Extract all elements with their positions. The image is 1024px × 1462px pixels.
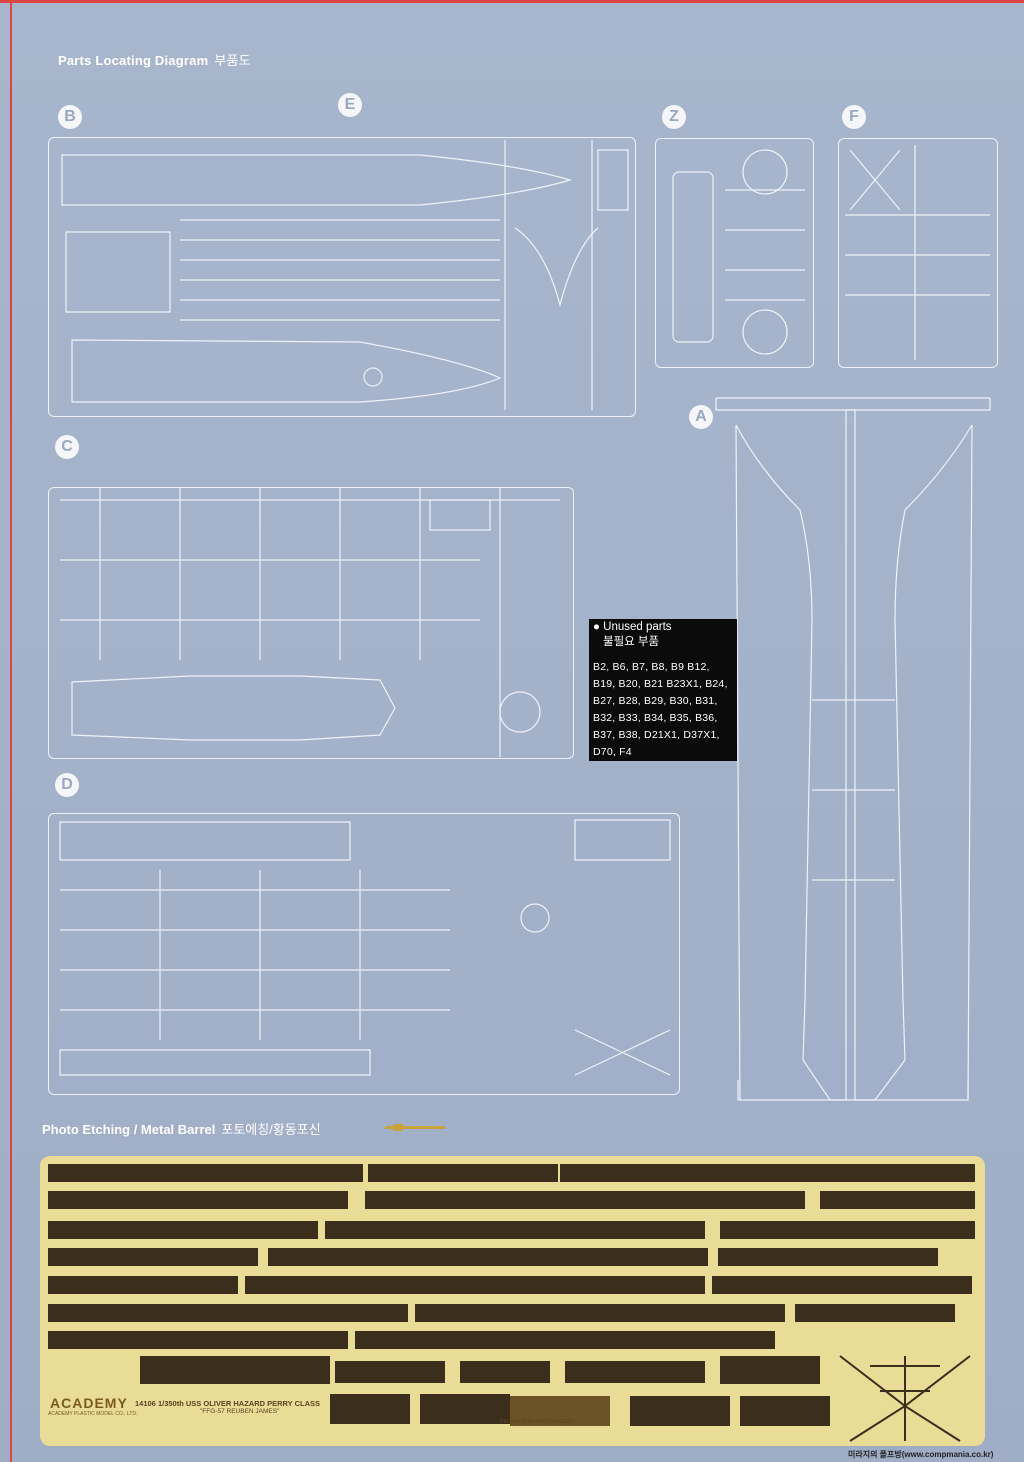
railing-strip — [48, 1221, 318, 1239]
sprue-label-b: B — [58, 105, 82, 129]
grating-panel — [420, 1394, 510, 1424]
hull-upper-part — [61, 154, 573, 206]
name-plate-part — [672, 171, 714, 343]
ladder-part — [510, 1396, 610, 1426]
railing-strip — [355, 1331, 775, 1349]
z-runners — [725, 189, 805, 301]
c-runners — [60, 487, 560, 757]
a-bottom-runner — [737, 1080, 969, 1101]
railing-strip — [795, 1304, 955, 1322]
wheel-part-top — [742, 149, 788, 195]
academy-logo: ACADEMY — [50, 1395, 128, 1411]
railing-strip — [245, 1276, 705, 1294]
bow-part — [514, 227, 599, 308]
top-border-line — [0, 0, 1024, 3]
scan-credit: 미라지의 플프방(www.compmania.co.kr) — [848, 1450, 994, 1459]
grating-panel — [335, 1361, 445, 1383]
railing-strip — [48, 1164, 363, 1182]
f-runners — [845, 145, 990, 360]
railing-strip — [268, 1248, 708, 1266]
d-truss-parts — [574, 819, 671, 1076]
sprue-label-f: F — [842, 105, 866, 129]
a-top-runner — [715, 397, 991, 411]
photo-etching-title: Photo Etching / Metal Barrel 포토에칭/황동포신 — [42, 1119, 321, 1138]
fret-model-sub: "FFG-57 REUBEN JAMES" — [200, 1408, 280, 1415]
unused-parts-heading-korean: 불필요 부품 — [603, 636, 660, 648]
hull-hole — [363, 367, 383, 387]
unused-parts-box: ● Unused parts 불필요 부품 B2, B6, B7, B8, B9… — [589, 619, 737, 761]
wheel-part-bottom — [742, 309, 788, 355]
grating-panel — [565, 1361, 705, 1383]
railing-strip — [712, 1276, 972, 1294]
railing-strip — [415, 1304, 785, 1322]
railing-strip — [368, 1164, 558, 1182]
a-hull-sides — [735, 424, 973, 1101]
small-parts-rows — [180, 219, 500, 321]
sprue-label-d: D — [55, 773, 79, 797]
sprue-frame-d — [48, 813, 680, 1095]
d-upper-part — [59, 821, 351, 861]
photo-etched-fret — [40, 1156, 985, 1446]
sprue-runners — [504, 140, 593, 410]
grating-panel — [140, 1356, 330, 1384]
deck-part — [65, 231, 171, 313]
metal-barrel-icon — [385, 1124, 445, 1131]
c-turret-part — [499, 691, 541, 733]
railing-strip — [718, 1248, 938, 1266]
c-deck-part — [71, 675, 396, 741]
fret-designer: DESIGNED BY PONTOSMODEL — [500, 1419, 575, 1425]
fret-company: ACADEMY PLASTIC MODEL CO., LTD. — [48, 1411, 138, 1417]
page-title-text: Parts Locating Diagram — [58, 53, 209, 68]
page-title-korean: 부품도 — [214, 53, 251, 68]
a-cross-runners — [812, 699, 895, 881]
page-title: Parts Locating Diagram 부품도 — [58, 50, 251, 69]
sprue-label-c: C — [55, 435, 79, 459]
railing-strip — [48, 1331, 348, 1349]
railing-strip — [560, 1164, 975, 1182]
grating-panel — [460, 1361, 550, 1383]
sprue-frame-f — [838, 138, 998, 368]
railing-strip — [365, 1191, 805, 1209]
d-round-part — [520, 903, 550, 933]
sprue-label-z: Z — [662, 105, 686, 129]
sprue-frame-b-e — [48, 137, 636, 417]
grating-panel — [720, 1356, 820, 1384]
photo-etching-title-korean: 포토에칭/황동포신 — [221, 1122, 321, 1137]
railing-strip — [820, 1191, 975, 1209]
d-runners — [60, 870, 450, 1040]
sprue-label-e: E — [338, 93, 362, 117]
grating-panel — [630, 1396, 730, 1426]
mast-truss-part — [839, 1355, 971, 1442]
unused-parts-heading: ● Unused parts — [593, 621, 672, 633]
sprue-frame-z — [655, 138, 814, 368]
railing-strip — [48, 1276, 238, 1294]
sprue-frame-c — [48, 487, 574, 759]
hull-lower-part — [71, 339, 502, 403]
fret-model-line: 14106 1/350th USS OLIVER HAZARD PERRY CL… — [135, 1399, 321, 1408]
d-lower-part — [59, 1049, 371, 1076]
grating-panel — [330, 1394, 410, 1424]
railing-strip — [48, 1191, 348, 1209]
railing-strip — [325, 1221, 705, 1239]
a-hull-outline — [735, 409, 973, 1101]
sprue-label-a: A — [689, 405, 713, 429]
grating-panel — [740, 1396, 830, 1426]
left-border-line — [10, 0, 12, 1462]
c-box-part — [429, 499, 491, 531]
unused-parts-list: B2, B6, B7, B8, B9 B12, B19, B20, B21 B2… — [593, 661, 728, 758]
railing-strip — [48, 1248, 258, 1266]
f-cross-part — [849, 149, 901, 211]
railing-strip — [720, 1221, 975, 1239]
funnel-part — [597, 149, 629, 211]
railing-strip — [48, 1304, 408, 1322]
photo-etching-title-text: Photo Etching / Metal Barrel — [42, 1122, 216, 1137]
